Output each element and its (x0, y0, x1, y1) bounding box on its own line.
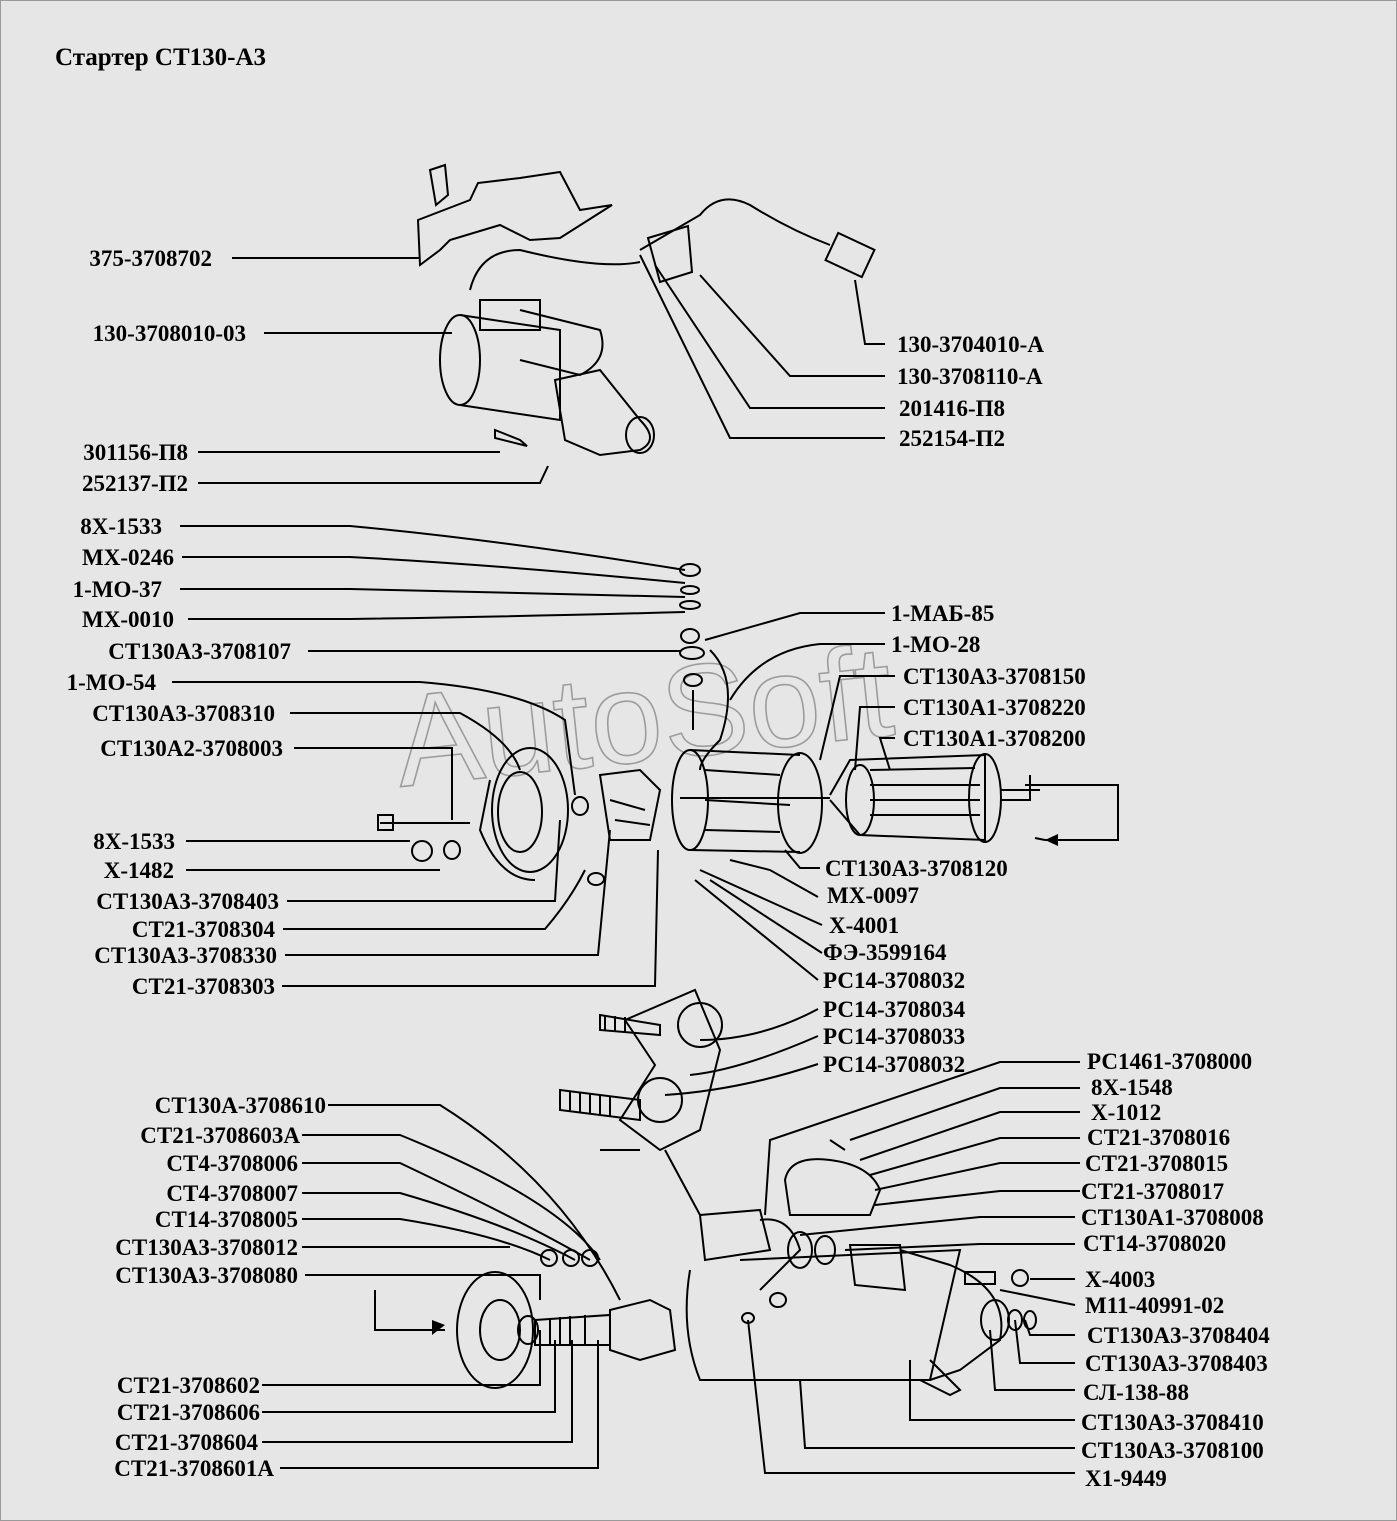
page-title: Стартер СТ130-А3 (55, 44, 267, 71)
part-label-right-5: 1-МО-28 (891, 632, 981, 657)
part-label-right-17: РС1461-3708000 (1087, 1049, 1253, 1074)
part-label-left-25: СТ21-3708602 (116, 1373, 260, 1398)
part-label-left-4: 8Х-1533 (80, 514, 162, 539)
part-label-left-0: 375-3708702 (89, 246, 212, 271)
part-label-right-13: РС14-3708032 (823, 968, 966, 993)
part-label-right-14: РС14-3708034 (823, 997, 966, 1022)
part-label-right-29: СЛ-138-88 (1083, 1380, 1189, 1405)
part-label-left-1: 130-3708010-03 (92, 321, 246, 346)
part-label-left-15: СТ21-3708304 (131, 917, 275, 942)
part-label-left-18: СТ130А-3708610 (154, 1093, 326, 1118)
part-label-right-31: СТ130А3-3708100 (1081, 1438, 1264, 1463)
part-label-right-8: СТ130А1-3708200 (903, 726, 1086, 751)
part-label-left-28: СТ21-3708601А (114, 1456, 274, 1481)
part-label-left-21: СТ4-3708007 (166, 1181, 298, 1206)
part-label-left-24: СТ130А3-3708080 (115, 1263, 298, 1288)
part-label-right-32: Х1-9449 (1085, 1466, 1167, 1491)
part-label-right-1: 130-3708110-А (897, 364, 1043, 389)
part-label-right-28: СТ130А3-3708403 (1085, 1351, 1268, 1376)
part-label-right-23: СТ130А1-3708008 (1081, 1205, 1264, 1230)
part-label-right-20: СТ21-3708016 (1087, 1125, 1231, 1150)
part-label-left-3: 252137-П2 (81, 471, 188, 496)
part-label-left-6: 1-МО-37 (72, 577, 162, 602)
part-label-right-3: 252154-П2 (899, 426, 1006, 451)
part-label-left-2: 301156-П8 (83, 440, 188, 465)
part-label-left-11: СТ130А2-3708003 (100, 736, 283, 761)
part-label-right-22: СТ21-3708017 (1081, 1179, 1225, 1204)
part-label-right-11: Х-4001 (829, 913, 900, 938)
part-label-right-18: 8Х-1548 (1091, 1075, 1173, 1100)
part-label-right-26: М11-40991-02 (1085, 1293, 1225, 1318)
part-label-right-4: 1-МАБ-85 (891, 601, 995, 626)
part-label-right-25: Х-4003 (1085, 1267, 1156, 1292)
part-label-right-16: РС14-3708032 (823, 1052, 966, 1077)
part-label-right-24: СТ14-3708020 (1083, 1231, 1227, 1256)
part-label-right-2: 201416-П8 (899, 396, 1006, 421)
part-label-right-7: СТ130А1-3708220 (903, 695, 1086, 720)
part-label-right-9: СТ130А3-3708120 (825, 856, 1008, 881)
part-label-right-21: СТ21-3708015 (1085, 1151, 1229, 1176)
part-label-left-26: СТ21-3708606 (116, 1400, 260, 1425)
part-label-left-10: СТ130А3-3708310 (92, 701, 275, 726)
part-label-left-8: СТ130А3-3708107 (108, 639, 291, 664)
part-label-right-6: СТ130А3-3708150 (903, 664, 1086, 689)
part-label-left-22: СТ14-3708005 (154, 1207, 298, 1232)
part-label-left-5: МХ-0246 (82, 545, 174, 570)
part-label-left-27: СТ21-3708604 (114, 1430, 258, 1455)
part-label-right-19: Х-1012 (1091, 1100, 1162, 1125)
part-label-right-0: 130-3704010-А (897, 332, 1044, 357)
part-label-left-12: 8Х-1533 (93, 829, 175, 854)
part-label-left-7: МХ-0010 (82, 607, 174, 632)
part-label-right-15: РС14-3708033 (823, 1024, 966, 1049)
part-label-left-20: СТ4-3708006 (166, 1151, 298, 1176)
part-label-right-10: МХ-0097 (827, 883, 919, 908)
part-label-left-9: 1-МО-54 (66, 670, 156, 695)
part-label-left-19: СТ21-3708603А (140, 1123, 300, 1148)
part-label-left-13: Х-1482 (103, 858, 174, 883)
part-label-left-16: СТ130А3-3708330 (94, 943, 277, 968)
part-label-right-12: ФЭ-3599164 (823, 940, 947, 965)
part-label-left-23: СТ130А3-3708012 (115, 1235, 298, 1260)
part-label-right-27: СТ130А3-3708404 (1087, 1323, 1270, 1348)
part-label-right-30: СТ130А3-3708410 (1081, 1410, 1264, 1435)
part-label-left-14: СТ130А3-3708403 (96, 889, 279, 914)
part-label-left-17: СТ21-3708303 (131, 974, 275, 999)
